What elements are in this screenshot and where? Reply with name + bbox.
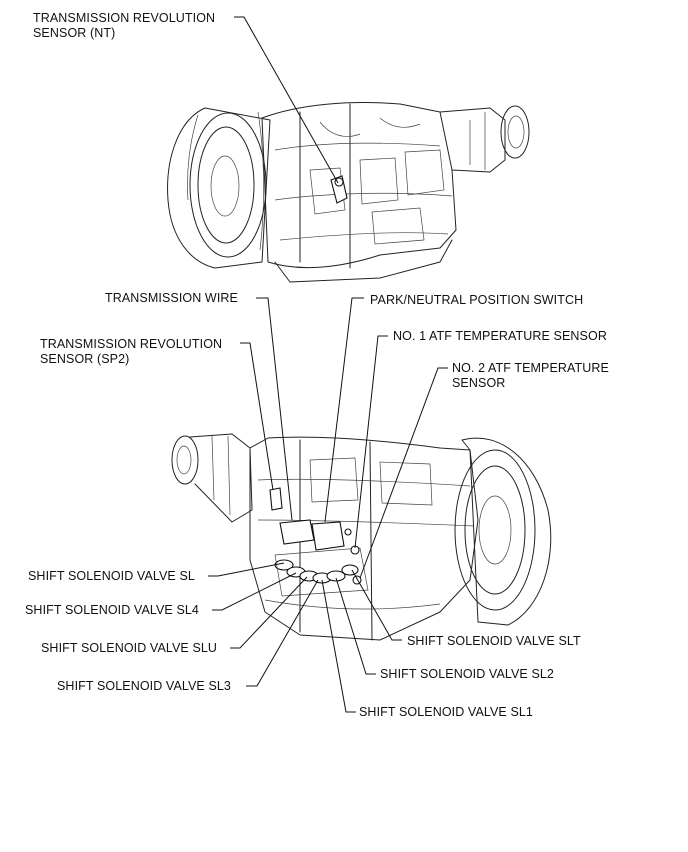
label-solenoid-sl: SHIFT SOLENOID VALVE SL [28, 569, 195, 583]
label-atf-temp-sensor-2-line1: NO. 2 ATF TEMPERATURE [452, 361, 609, 375]
label-nt-sensor-line2: SENSOR (NT) [33, 26, 116, 40]
label-park-neutral-switch: PARK/NEUTRAL POSITION SWITCH [370, 293, 584, 307]
label-sp2-sensor-line1: TRANSMISSION REVOLUTION [40, 337, 223, 351]
label-atf-temp-sensor-2-line2: SENSOR [452, 376, 506, 390]
label-atf-temp-sensor-2: NO. 2 ATF TEMPERATURE SENSOR [452, 361, 609, 391]
label-solenoid-sl1: SHIFT SOLENOID VALVE SL1 [359, 705, 533, 719]
label-atf-temp-sensor-1: NO. 1 ATF TEMPERATURE SENSOR [393, 329, 607, 343]
label-nt-sensor: TRANSMISSION REVOLUTION SENSOR (NT) [33, 11, 215, 41]
label-solenoid-slt: SHIFT SOLENOID VALVE SLT [407, 634, 581, 648]
upper-transmission-illustration [167, 102, 530, 283]
label-solenoid-sl2: SHIFT SOLENOID VALVE SL2 [380, 667, 554, 681]
label-nt-sensor-line1: TRANSMISSION REVOLUTION [33, 11, 216, 25]
label-solenoid-sl4: SHIFT SOLENOID VALVE SL4 [25, 603, 199, 617]
lower-transmission-illustration [171, 433, 552, 641]
label-sp2-sensor: TRANSMISSION REVOLUTION SENSOR (SP2) [40, 337, 222, 367]
label-sp2-sensor-line2: SENSOR (SP2) [40, 352, 130, 366]
leader-lines [208, 16, 448, 713]
label-transmission-wire: TRANSMISSION WIRE [105, 291, 238, 305]
label-solenoid-sl3: SHIFT SOLENOID VALVE SL3 [57, 679, 231, 693]
label-solenoid-slu: SHIFT SOLENOID VALVE SLU [41, 641, 218, 655]
